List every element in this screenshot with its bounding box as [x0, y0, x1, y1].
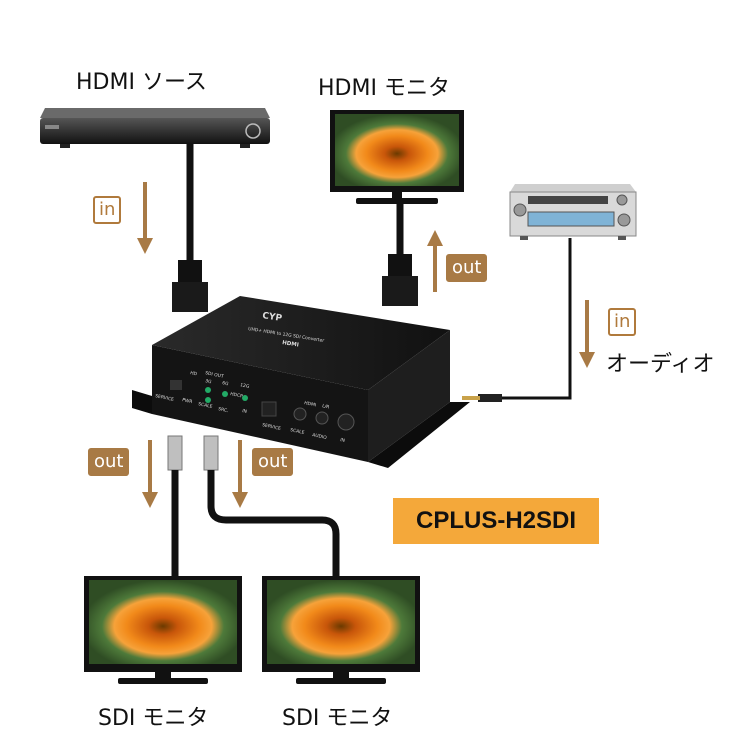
- device-label-lr: L/R: [322, 403, 330, 410]
- sdi-cable-right: [203, 435, 340, 580]
- device-label-in-2: IN: [340, 437, 346, 444]
- device-label-service-2: SERVICE: [262, 422, 282, 432]
- device-label-hd: HD: [190, 370, 198, 377]
- hdmi-monitor: [330, 110, 464, 204]
- label-hdmi-monitor: HDMI モニタ: [318, 76, 450, 101]
- device-brand: CYP: [262, 311, 283, 324]
- sdi-monitor-left: [84, 576, 242, 684]
- audio-receiver: [509, 184, 637, 240]
- device-label-sdi-out: SDI OUT: [205, 370, 225, 380]
- device-label-3g: 3G: [205, 378, 213, 385]
- device-label-scale-2: SCALE: [290, 427, 306, 436]
- device-hdmi-logo: HDMI: [282, 340, 299, 349]
- arrow-source-down: [137, 182, 153, 254]
- audio-cable: [500, 238, 572, 400]
- arrow-monitor-up: [427, 230, 443, 292]
- device-label-audio: AUDIO: [312, 432, 328, 441]
- hdmi-cable-out: [382, 200, 418, 306]
- arrow-sdi-left-down: [142, 440, 158, 508]
- device-label-scale: SCALE: [198, 401, 214, 410]
- tag-monitor-out: out: [446, 254, 488, 282]
- label-sdi-monitor-right: SDI モニタ: [282, 706, 393, 731]
- arrow-audio-down: [579, 300, 595, 368]
- tag-audio-in: in: [608, 308, 637, 336]
- device-label-6g: 6G: [222, 380, 230, 387]
- hdmi-cable-in: [172, 144, 208, 312]
- tag-sdi-out-left: out: [88, 448, 130, 476]
- device-label-hdcp: HDCP: [230, 391, 244, 400]
- sdi-monitor-right: [262, 576, 420, 684]
- device-label-12g: 12G: [240, 382, 251, 390]
- tag-source-in: in: [93, 196, 122, 224]
- device-label-hdmi: HDMI: [304, 400, 317, 408]
- product-name-badge: CPLUS-H2SDI: [393, 498, 599, 544]
- device-label-in: IN: [242, 408, 248, 415]
- tag-sdi-out-right: out: [252, 448, 294, 476]
- device-label-pwr: PWR: [182, 397, 193, 405]
- sdi-cable-left: [167, 435, 183, 580]
- cplus-h2sdi-device: CYP UHD+ HDMI to 12G SDI Converter HDMI …: [132, 296, 470, 468]
- device-label-src: SRC.: [218, 406, 229, 414]
- label-sdi-monitor-left: SDI モニタ: [98, 706, 209, 731]
- label-audio: オーディオ: [606, 352, 715, 377]
- blu-ray-player: [40, 108, 270, 148]
- device-label-service: SERVICE: [155, 393, 175, 403]
- audio-jack: [462, 394, 502, 402]
- arrow-sdi-right-down: [232, 440, 248, 508]
- label-hdmi-source: HDMI ソース: [76, 70, 207, 95]
